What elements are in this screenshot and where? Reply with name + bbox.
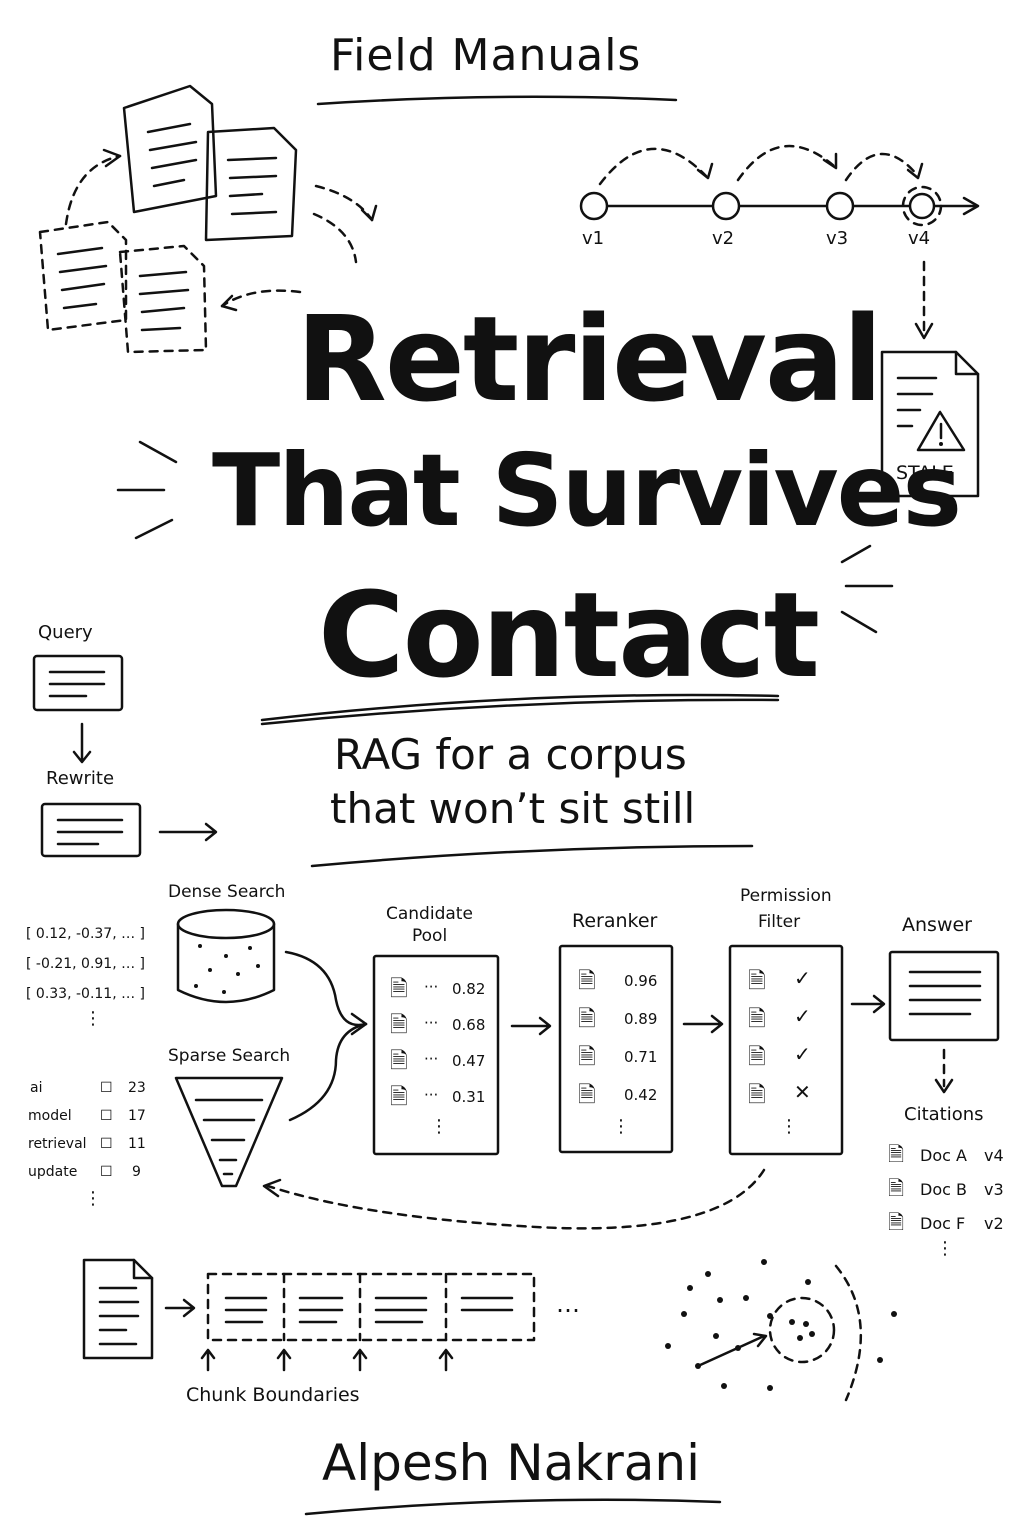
query-label: Query	[38, 622, 93, 643]
version-label-4: v4	[908, 228, 931, 249]
check-icon: ✓	[794, 1004, 811, 1028]
document-icon: 🗎	[888, 1176, 905, 1200]
chunk-ellipsis: …	[556, 1290, 580, 1318]
candidate-pool-label-1: Candidate	[386, 904, 473, 924]
version-label-2: v2	[712, 228, 735, 249]
document-icon: 🗎	[748, 1083, 766, 1108]
checkbox-icon: ☐	[100, 1164, 113, 1180]
checkbox-icon: ☐	[100, 1080, 113, 1096]
document-icon: 🗎	[578, 1007, 596, 1032]
checkbox-icon: ☐	[100, 1136, 113, 1152]
citation-version-2: v3	[984, 1180, 1004, 1199]
citation-version-3: v2	[984, 1214, 1004, 1233]
citation-doc-2: Doc B	[920, 1180, 967, 1199]
checkbox-icon: ☐	[100, 1108, 113, 1124]
series-title: Field Manuals	[330, 30, 642, 81]
document-icon: 🗎	[390, 1085, 408, 1110]
citations-label: Citations	[904, 1104, 984, 1125]
candidate-pool-label-2: Pool	[412, 926, 448, 946]
chunk-boundaries-label: Chunk Boundaries	[186, 1384, 360, 1406]
sparse-more-dots: ⋮	[84, 1188, 102, 1209]
rewrite-label: Rewrite	[46, 768, 115, 789]
sparse-count-2: 17	[128, 1108, 146, 1124]
document-icon: 🗎	[390, 1013, 408, 1038]
check-icon: ✓	[794, 966, 811, 990]
sparse-term-4: update	[28, 1164, 78, 1180]
stale-document-icon	[880, 350, 980, 498]
candidate-score-2: 0.68	[452, 1016, 486, 1034]
dense-vector-2: [ -0.21, 0.91, … ]	[26, 956, 146, 972]
title-line-2: That Survives	[212, 432, 962, 549]
citation-version-1: v4	[984, 1146, 1004, 1165]
document-icon: 🗎	[748, 1007, 766, 1032]
document-icon: 🗎	[578, 1083, 596, 1108]
sparse-search-funnel-icon	[174, 1076, 284, 1188]
document-icon: 🗎	[390, 977, 408, 1002]
candidate-score-4: 0.31	[452, 1088, 486, 1106]
document-icon: 🗎	[578, 1045, 596, 1070]
rerank-score-3: 0.71	[624, 1048, 658, 1066]
answer-label: Answer	[902, 914, 972, 936]
dense-more-dots: ⋮	[84, 1008, 102, 1029]
chunking-document-icon	[82, 1258, 154, 1360]
document-icon: 🗎	[748, 969, 766, 994]
title-line-3: Contact	[318, 566, 820, 704]
sparse-term-2: model	[28, 1108, 72, 1124]
dashed-documents-icon	[38, 220, 208, 354]
document-icon: 🗎	[748, 1045, 766, 1070]
citation-doc-3: Doc F	[920, 1214, 966, 1233]
rerank-score-1: 0.96	[624, 972, 658, 990]
rerank-score-2: 0.89	[624, 1010, 658, 1028]
author-name: Alpesh Nakrani	[322, 1434, 701, 1492]
dense-search-cylinder-icon	[176, 908, 276, 1004]
stale-label: STALE	[896, 462, 954, 484]
check-icon: ✓	[794, 1042, 811, 1066]
version-timeline	[579, 144, 980, 340]
candidate-score-3: 0.47	[452, 1052, 486, 1070]
cross-icon: ✕	[794, 1080, 811, 1104]
reranker-more-dots: ⋮	[612, 1116, 630, 1137]
sparse-count-4: 9	[132, 1164, 141, 1180]
sparse-count-3: 11	[128, 1136, 146, 1152]
dense-vector-1: [ 0.12, -0.37, … ]	[26, 926, 146, 942]
sparse-count-1: 23	[128, 1080, 146, 1096]
candidate-score-1: 0.82	[452, 980, 486, 998]
sparse-search-label: Sparse Search	[168, 1046, 291, 1066]
document-icon: 🗎	[578, 969, 596, 994]
rerank-score-4: 0.42	[624, 1086, 658, 1104]
subtitle-line-1: RAG for a corpus	[334, 730, 687, 779]
document-icon: 🗎	[888, 1142, 905, 1166]
permission-filter-label-2: Filter	[758, 912, 801, 932]
candidate-more-dots: ⋮	[430, 1116, 448, 1137]
citation-doc-1: Doc A	[920, 1146, 967, 1165]
document-icon: 🗎	[390, 1049, 408, 1074]
sparse-term-1: ai	[30, 1080, 43, 1096]
title-line-1: Retrieval	[296, 290, 883, 428]
citations-more-dots: ⋮	[936, 1238, 954, 1259]
permission-more-dots: ⋮	[780, 1116, 798, 1137]
sparse-term-3: retrieval	[28, 1136, 87, 1152]
reranker-label: Reranker	[572, 910, 658, 932]
subtitle-line-2: that won’t sit still	[330, 784, 696, 833]
dense-search-label: Dense Search	[168, 882, 286, 902]
solid-documents-icon	[122, 84, 298, 242]
permission-filter-label-1: Permission	[740, 886, 832, 906]
dense-vector-3: [ 0.33, -0.11, … ]	[26, 986, 146, 1002]
version-label-3: v3	[826, 228, 849, 249]
vector-space-sketch	[665, 1259, 897, 1402]
document-icon: 🗎	[888, 1210, 905, 1234]
version-label-1: v1	[582, 228, 605, 249]
